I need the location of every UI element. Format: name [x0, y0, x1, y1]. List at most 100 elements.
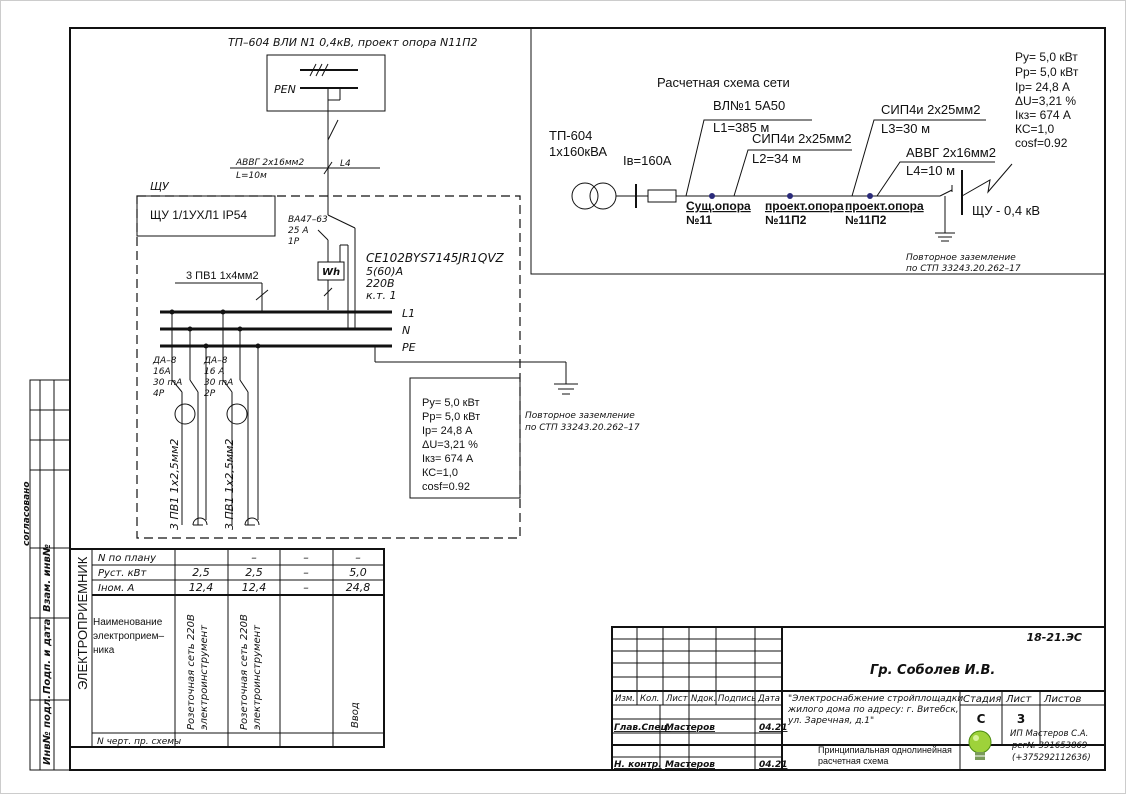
col4-name: Ввод — [350, 702, 361, 728]
pen-label: PEN — [274, 83, 296, 96]
sheet-value: 3 — [1017, 712, 1025, 726]
bus-label-n: N — [402, 324, 410, 337]
rcd1-type: ДА–8 — [152, 356, 177, 366]
title-block: 18-21.ЭС Гр. Соболев И.В. Изм. Кол. Лист… — [611, 626, 1106, 771]
network-param-pp: Рр= 5,0 кВт — [1015, 65, 1079, 79]
col1-name-a: Розеточная сеть 220В — [186, 614, 197, 730]
rcd2-current: 16 А — [204, 367, 224, 377]
network-param-cosf: cosf=0.92 — [1015, 136, 1068, 150]
role-chief-spec-date: 04.21 — [759, 723, 787, 733]
customer-name: Гр. Соболев И.В. — [870, 663, 995, 678]
col2-current: 12,4 — [242, 581, 267, 594]
network-grounding-standard: по СТП 33243.20.262–17 — [906, 264, 1021, 274]
company-name: ИП Мастеров С.А. — [1010, 729, 1088, 739]
pole-1-type: Сущ.опора — [686, 199, 751, 213]
row-label-power: Руст. кВт — [98, 568, 148, 579]
meter-model: CE102BYS7145JR1QVZ — [366, 251, 505, 265]
network-panel: ЩУ - 0,4 кВ — [972, 203, 1040, 218]
row-label-name-1: Наименование — [93, 617, 163, 628]
param-kc: КС=1,0 — [422, 467, 458, 479]
pole-dot-3 — [867, 193, 873, 199]
col2-name-b: электроинструмент — [252, 624, 263, 730]
rcd1-current: 16А — [153, 367, 171, 377]
network-title: Расчетная схема сети — [657, 75, 790, 90]
col1-power: 2,5 — [192, 566, 210, 579]
hdr-list: Лист — [665, 694, 689, 704]
meter-symbol: Wh — [322, 267, 340, 278]
supply-tp-label: ТП–604 ВЛИ N1 0,4кВ, проект опора N11П2 — [228, 36, 478, 49]
rcd2-poles: 2Р — [204, 389, 216, 399]
col1-current: 12,4 — [189, 581, 214, 594]
param-pp: Рр= 5,0 кВт — [422, 411, 480, 423]
hdr-ndok: Nдок. — [691, 694, 716, 704]
params-box — [409, 377, 521, 499]
network-param-ip: Iр= 24,8 А — [1015, 80, 1070, 94]
hdr-date: Дата — [757, 694, 780, 704]
row-label-scheme: N черт. пр. схемы — [97, 737, 181, 747]
role-chief-spec: Глав.Спец. — [614, 723, 671, 733]
network-tp-name: ТП-604 — [549, 128, 592, 143]
drawing-code: 18-21.ЭС — [1026, 631, 1082, 644]
stage-value: С — [977, 712, 986, 726]
network-scheme-box — [530, 27, 1106, 275]
company-phone: (+375292112636) — [1012, 753, 1091, 763]
row-label-plan: N по плану — [98, 553, 157, 564]
pole-dot-1 — [709, 193, 715, 199]
l2-cable: СИП4и 2х25мм2 — [752, 131, 851, 146]
network-param-kc: КС=1,0 — [1015, 122, 1055, 136]
bus-label-l1: L1 — [402, 307, 415, 320]
drawing-name-2: расчетная схема — [818, 756, 888, 766]
main-cable-ref: L4 — [340, 159, 351, 169]
receivers-table: ЭЛЕКТРОПРИЕМНИК N по плану Руст. кВт Iно… — [69, 548, 385, 748]
panel-name: ЩУ 1/1УХЛ1 IP54 — [150, 208, 247, 222]
l1-cable: ВЛ№1 5А50 — [713, 98, 785, 113]
breaker-type: ВА47–63 — [288, 215, 328, 225]
panel-tag: ЩУ — [150, 180, 170, 193]
meter-voltage: 220В — [366, 277, 395, 290]
pole-2-number: №11П2 — [765, 213, 807, 227]
breaker-current: 25 А — [288, 226, 308, 236]
param-ikz: Iкз= 674 А — [422, 453, 474, 465]
hdr-signature: Подпись — [718, 694, 756, 704]
company-reg: рег№ 391653869 — [1011, 741, 1087, 751]
hdr-izm: Изм. — [615, 694, 635, 704]
network-iv: Iв=160А — [623, 153, 672, 168]
supply-breaker-box — [266, 54, 386, 112]
rcd-2: ДА–8 16 А 30 mА 2Р 3 ПВ1 1х2,5мм2 — [203, 309, 261, 530]
stamp-inv-podl: Инв№ подл. — [42, 695, 53, 765]
role-norm-control: Н. контр. — [614, 760, 662, 770]
desc-line-1: "Электроснабжение стройплощадки — [788, 694, 963, 704]
col2-power: 2,5 — [245, 566, 263, 579]
network-grounding-note: Повторное заземление — [906, 253, 1016, 263]
sheets-label: Листов — [1043, 694, 1081, 705]
rcd2-leak: 30 mА — [204, 378, 233, 388]
breaker-poles: 1Р — [288, 237, 300, 247]
network-param-py: Ру= 5,0 кВт — [1015, 50, 1078, 64]
transformer-winding-1 — [571, 182, 599, 210]
grounding-note: Повторное заземление — [525, 411, 635, 421]
param-cosf: cosf=0.92 — [422, 481, 470, 493]
l3-cable: СИП4и 2х25мм2 — [881, 102, 980, 117]
rcd2-cable: 3 ПВ1 1х2,5мм2 — [223, 439, 236, 530]
l2-length: L2=34 м — [752, 151, 801, 166]
role-chief-spec-name: Мастеров — [665, 723, 715, 733]
pole-2-type: проект.опора — [765, 199, 844, 213]
stamp-agreed: согласовано — [22, 481, 32, 546]
pole-dot-2 — [787, 193, 793, 199]
receivers-side-label: ЭЛЕКТРОПРИЕМНИК — [75, 556, 90, 690]
rcd1-leak: 30 mА — [153, 378, 182, 388]
stamp-vzam-inv: Взам. инв№ — [42, 544, 53, 612]
desc-line-2: жилого дома по адресу: г. Витебск, — [787, 705, 959, 715]
row-label-name-2: электроприем– — [93, 631, 164, 642]
rcd-1: ДА–8 16А 30 mА 4Р 3 ПВ1 1х2,5мм2 — [152, 309, 209, 530]
hdr-kol: Кол. — [640, 694, 659, 704]
grounding-standard: по СТП 33243.20.262–17 — [525, 423, 640, 433]
network-tp-power: 1х160кВА — [549, 144, 607, 159]
col4-power: 5,0 — [349, 566, 367, 579]
col3-current: – — [303, 581, 309, 594]
pole-1-number: №11 — [686, 213, 712, 227]
row-label-current: Iном. А — [98, 583, 135, 594]
network-param-ikz: Iкз= 674 А — [1015, 108, 1071, 122]
param-du: ΔU=3,21 % — [422, 439, 478, 451]
